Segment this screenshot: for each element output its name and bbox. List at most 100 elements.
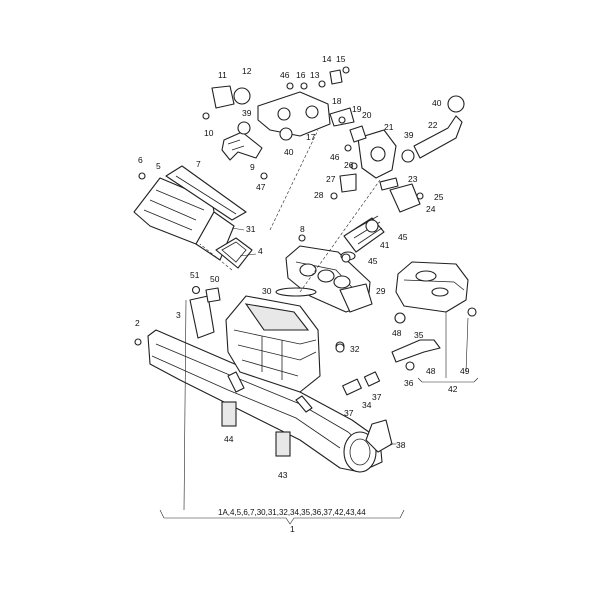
callout-c30: 30 <box>262 286 272 296</box>
bolt-51 <box>191 285 201 295</box>
footnote-brace <box>159 509 405 525</box>
ring-39b <box>401 149 415 163</box>
part-20 <box>349 125 367 143</box>
callout-c44: 44 <box>224 434 234 444</box>
bolt-47 <box>260 172 268 180</box>
bolt-15 <box>342 66 350 74</box>
gasket-38 <box>365 419 393 453</box>
callout-c43: 43 <box>278 470 288 480</box>
ring-45a <box>365 219 379 233</box>
callout-c37a: 37 <box>344 408 354 418</box>
bracket-42 <box>417 377 479 383</box>
clip-50 <box>205 287 221 303</box>
callout-c32: 32 <box>350 344 360 354</box>
callout-c50: 50 <box>210 274 220 284</box>
callout-c39b: 39 <box>404 130 414 140</box>
callout-c8: 8 <box>300 224 305 234</box>
pipe-23 <box>389 183 421 213</box>
hose-22 <box>413 115 463 159</box>
callout-c14: 14 <box>322 54 332 64</box>
callout-c36: 36 <box>404 378 414 388</box>
callout-c16: 16 <box>296 70 306 80</box>
filter-element <box>165 165 247 221</box>
callout-c41: 41 <box>380 240 390 250</box>
callout-c3: 3 <box>176 310 181 320</box>
throttle-manifold <box>285 245 373 313</box>
o-ring-30 <box>275 287 317 297</box>
callout-c46b: 46 <box>330 152 340 162</box>
component-11 <box>211 85 235 109</box>
cap-40b <box>447 95 465 113</box>
callout-c45a: 45 <box>398 232 408 242</box>
callout-c40a: 40 <box>284 147 294 157</box>
bracket-3 <box>189 295 215 339</box>
bolt-2 <box>134 338 142 346</box>
callout-c15: 15 <box>336 54 346 64</box>
callout-c7: 7 <box>196 159 201 169</box>
callout-c40b: 40 <box>432 98 442 108</box>
callout-c48a: 48 <box>392 328 402 338</box>
callout-c10: 10 <box>204 128 214 138</box>
callout-c38: 38 <box>396 440 406 450</box>
callout-c19: 19 <box>352 104 362 114</box>
bolt-10 <box>202 112 210 120</box>
bolt-19 <box>338 116 346 124</box>
dashed-guides <box>199 129 381 293</box>
callout-c17: 17 <box>306 132 316 142</box>
air-filter-housing <box>225 295 321 393</box>
valve-housing-17 <box>257 91 331 137</box>
callout-c18: 18 <box>332 96 342 106</box>
callout-c45b: 45 <box>368 256 378 266</box>
callout-c31: 31 <box>246 224 256 234</box>
bolt-46b <box>344 144 352 152</box>
bolt-46a <box>286 82 294 90</box>
bolt-16 <box>300 82 308 90</box>
callout-c47: 47 <box>256 182 266 192</box>
callout-c22: 22 <box>428 120 438 130</box>
callout-c39a: 39 <box>242 108 252 118</box>
leader-lines <box>183 227 469 511</box>
hose-35 <box>391 339 441 363</box>
small-pipes <box>335 341 415 396</box>
bolt-6 <box>138 172 146 180</box>
callout-c29: 29 <box>376 286 386 296</box>
clip-14 <box>329 69 343 85</box>
ring-12 <box>233 87 251 105</box>
bolt-25 <box>416 192 424 200</box>
callout-c51: 51 <box>190 270 200 280</box>
callout-c24: 24 <box>426 204 436 214</box>
callout-c5: 5 <box>156 161 161 171</box>
callout-c27: 27 <box>326 174 336 184</box>
bolt-28 <box>330 192 338 200</box>
callout-c23: 23 <box>408 174 418 184</box>
callout-c26: 26 <box>344 160 354 170</box>
callout-c49: 49 <box>460 366 470 376</box>
callout-c21: 21 <box>384 122 394 132</box>
ring-45b <box>341 253 351 263</box>
callout-c42: 42 <box>448 384 458 394</box>
callout-c11: 11 <box>218 70 227 80</box>
footnote-text: 1A,4,5,6,7,30,31,32,34,35,36,37,42,43,44 <box>218 508 366 517</box>
bolt-8 <box>298 234 306 242</box>
valve-21 <box>357 129 397 179</box>
grommet-49 <box>467 307 477 317</box>
label-plate-43 <box>275 431 291 457</box>
resonator-housing <box>395 261 469 313</box>
ring-39a <box>237 121 251 135</box>
bolt-26 <box>350 162 358 170</box>
grommet-48 <box>394 312 406 324</box>
callout-c46a: 46 <box>280 70 290 80</box>
callout-c4: 4 <box>258 246 263 256</box>
callout-c35: 35 <box>414 330 424 340</box>
upper-hose-9 <box>221 131 263 161</box>
label-plate-44 <box>221 401 237 427</box>
ring-40a <box>279 127 293 141</box>
bracket-27 <box>339 173 357 193</box>
gasket <box>215 237 253 269</box>
callout-c12: 12 <box>242 66 252 76</box>
callout-c6: 6 <box>138 155 143 165</box>
callout-c37b: 37 <box>372 392 382 402</box>
